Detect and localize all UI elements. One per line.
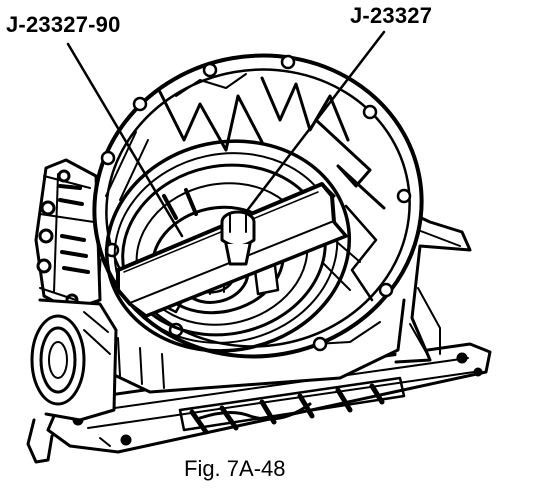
tool-bolt-j-23327 — [220, 210, 256, 266]
output-extension — [26, 298, 118, 464]
oil-pan — [46, 342, 492, 454]
leader-lines — [66, 30, 386, 238]
leader-line-j-23327-90 — [66, 42, 184, 238]
label-j-23327-90: J-23327-90 — [6, 12, 121, 37]
label-j-23327: J-23327 — [350, 3, 433, 28]
leader-line-j-23327 — [244, 30, 386, 214]
internal-ribs — [105, 73, 386, 302]
figure-caption: Fig. 7A-48 — [184, 456, 286, 481]
rim-bolts — [100, 54, 412, 352]
left-housing — [34, 158, 102, 312]
